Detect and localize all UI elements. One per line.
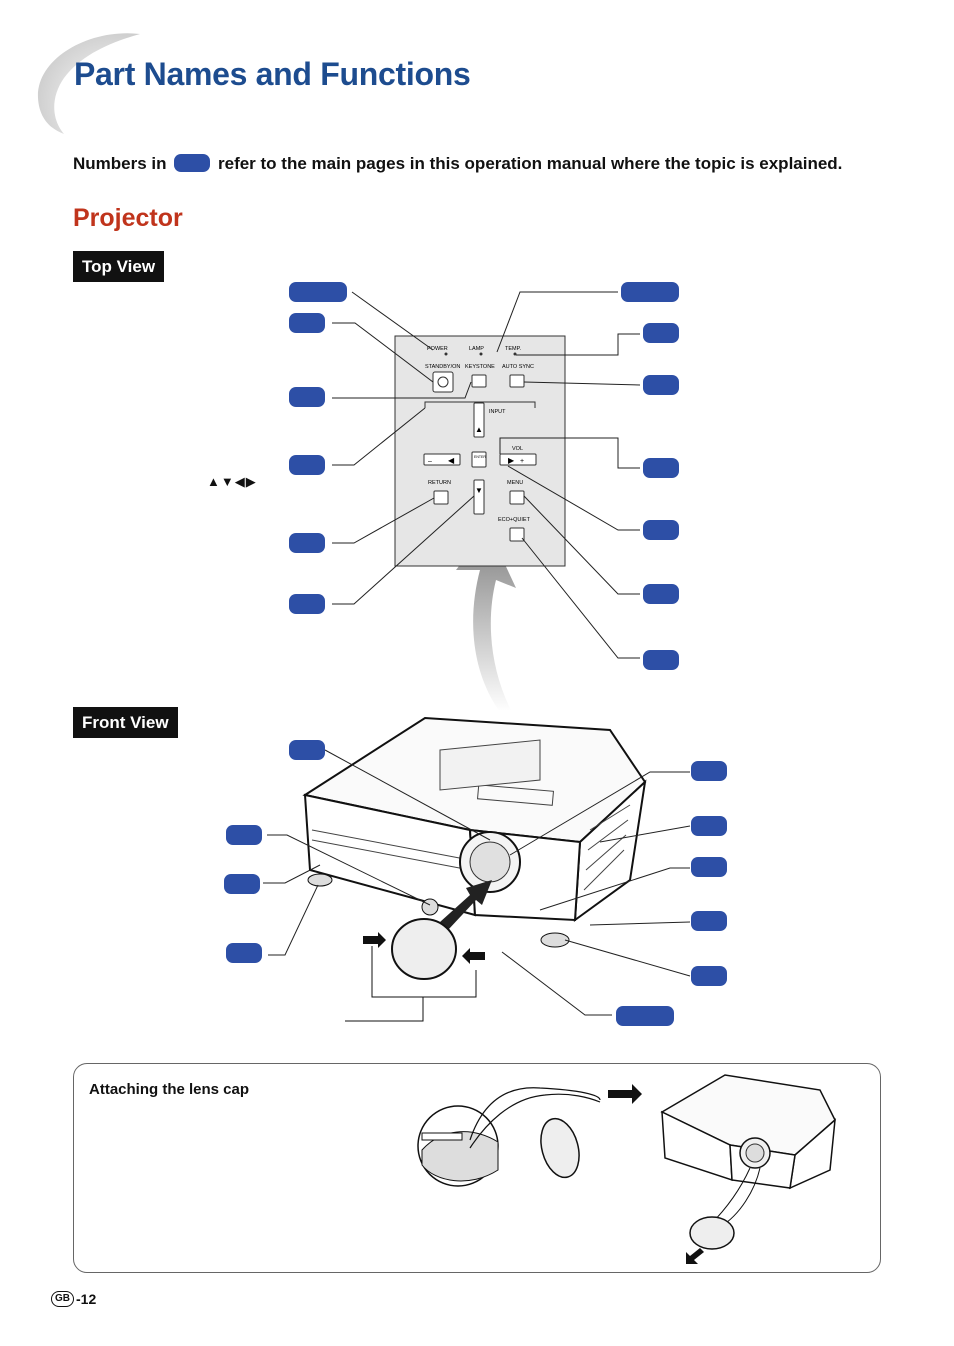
standby-on-button	[432, 371, 454, 393]
auto-sync-button	[509, 374, 525, 388]
lens-cap-box-title: Attaching the lens cap	[89, 1081, 250, 1098]
return-label: RETURN	[428, 480, 451, 486]
svg-text:+: +	[520, 458, 524, 465]
keystone-button	[471, 374, 487, 388]
header-swoosh	[37, 33, 140, 134]
top-view-diagram: POWER LAMP TEMP. STANDBY/ON KEYSTONE AUT…	[289, 282, 679, 710]
menu-button	[509, 490, 525, 505]
page-ref-badge-sample	[174, 154, 211, 172]
lens-cap	[391, 918, 457, 980]
arrow-keys-symbols: ▲▼◀▶	[207, 474, 257, 489]
svg-text:▶: ▶	[508, 456, 515, 465]
eco-quiet-button	[509, 527, 525, 542]
lamp-indicator-label: LAMP	[469, 346, 484, 352]
left-button	[423, 453, 461, 466]
enter-button	[471, 451, 487, 468]
region-mark: GB	[51, 1291, 74, 1307]
auto-sync-label: AUTO SYNC	[502, 364, 534, 370]
down-button	[473, 479, 485, 515]
return-button	[433, 490, 449, 505]
intro-text: Numbers in refer to the main pages in th…	[73, 154, 842, 174]
lens-cap-arrow	[440, 880, 492, 930]
page-number: GB -12	[51, 1291, 96, 1307]
menu-label: MENU	[507, 480, 523, 486]
right-button	[499, 453, 537, 466]
temp-indicator-label: TEMP.	[505, 346, 522, 352]
page-title: Part Names and Functions	[74, 56, 471, 92]
front-view-diagram	[224, 716, 727, 1026]
standby-label: STANDBY/ON	[425, 364, 460, 370]
svg-text:ENTER: ENTER	[474, 455, 486, 459]
lens-cap-box	[73, 1063, 881, 1273]
power-indicator-label: POWER	[427, 346, 448, 352]
curved-arrow	[456, 528, 516, 710]
svg-text:–: –	[428, 458, 432, 465]
leader-lines-front	[263, 749, 691, 1016]
leader-lines-top-left	[332, 291, 475, 605]
svg-text:▼: ▼	[475, 486, 483, 495]
leader-lines-top-right	[496, 291, 641, 659]
front-view-label: Front View	[73, 707, 178, 738]
svg-text:▲: ▲	[475, 425, 483, 434]
top-view-label: Top View	[73, 251, 165, 282]
intro-before: Numbers in	[73, 154, 167, 173]
vol-label: VOL	[512, 446, 523, 452]
up-button	[473, 402, 485, 438]
page-number-value: -12	[76, 1291, 97, 1307]
page-badges-front	[224, 740, 727, 1026]
eco-quiet-label: ECO+QUIET	[498, 517, 531, 523]
page-badges-top-right	[621, 282, 679, 670]
input-label: INPUT	[489, 409, 506, 415]
svg-text:◀: ◀	[448, 456, 455, 465]
keystone-label: KEYSTONE	[465, 364, 495, 370]
page-badges-top-left	[289, 282, 347, 614]
lens-cap-illustration	[417, 1074, 836, 1264]
control-panel	[394, 335, 566, 567]
intro-after: refer to the main pages in this operatio…	[218, 154, 843, 173]
section-title: Projector	[73, 204, 183, 232]
